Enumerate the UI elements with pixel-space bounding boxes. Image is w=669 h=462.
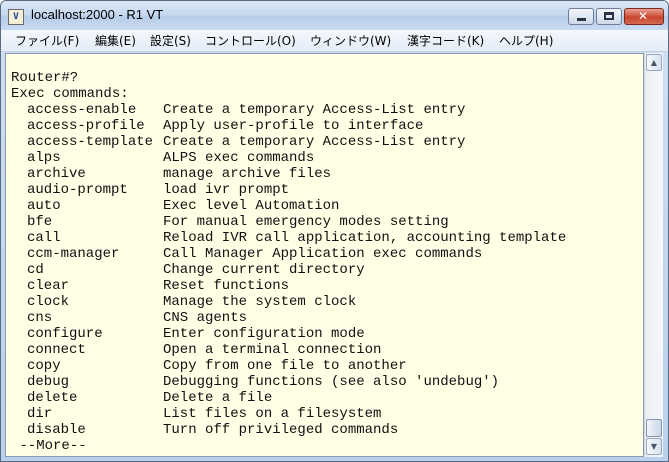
command-description: CNS agents [163,310,248,326]
command-name: access-template [27,134,154,150]
command-name: disable [27,422,86,438]
close-icon: ✕ [638,9,649,23]
command-description: Delete a file [163,390,273,406]
command-description: Copy from one file to another [163,358,407,374]
command-name: cns [27,310,53,326]
command-description: load ivr prompt [163,182,290,198]
more-prompt: --More-- [11,438,87,454]
command-description: Enter configuration mode [163,326,365,342]
command-description: Create a temporary Access-List entry [163,134,466,150]
command-name: delete [27,390,78,406]
command-name: access-enable [27,102,137,118]
menu-bar: ファイル(F) 編集(E) 設定(S) コントロール(O) ウィンドウ(W) 漢… [1,30,668,52]
command-name: configure [27,326,103,342]
menu-file[interactable]: ファイル(F) [15,34,80,48]
command-name: copy [27,358,61,374]
command-description: Turn off privileged commands [163,422,399,438]
vertical-scrollbar[interactable]: ▲ ▼ [644,53,663,457]
menu-kanji-code[interactable]: 漢字コード(K) [407,34,485,48]
scroll-down-button[interactable]: ▼ [646,438,662,455]
menu-edit[interactable]: 編集(E) [95,34,136,48]
minimize-icon [577,18,586,21]
prompt-line: Router#? [11,70,79,86]
command-name: archive [27,166,86,182]
command-description: Apply user-profile to interface [163,118,424,134]
command-name: ccm-manager [27,246,120,262]
menu-control[interactable]: コントロール(O) [205,34,296,48]
minimize-button[interactable] [568,8,594,25]
exec-commands-header: Exec commands: [11,86,129,102]
app-icon[interactable]: V [8,9,24,25]
command-description: Create a temporary Access-List entry [163,102,466,118]
command-description: Reset functions [163,278,290,294]
command-description: For manual emergency modes setting [163,214,449,230]
menu-help[interactable]: ヘルプ(H) [499,34,554,48]
command-description: manage archive files [163,166,332,182]
command-name: connect [27,342,86,358]
command-name: debug [27,374,70,390]
command-description: Open a terminal connection [163,342,382,358]
maximize-icon [604,12,614,20]
command-name: access-profile [27,118,145,134]
scroll-thumb[interactable] [646,419,662,437]
window-title: localhost:2000 - R1 VT [31,7,164,22]
title-bar[interactable]: V localhost:2000 - R1 VT ✕ [1,1,668,30]
command-name: alps [27,150,61,166]
command-name: bfe [27,214,53,230]
command-name: auto [27,198,61,214]
command-description: List files on a filesystem [163,406,382,422]
command-name: clock [27,294,70,310]
arrow-down-icon: ▼ [650,442,658,451]
terminal-screen[interactable]: Router#? Exec commands: access-enable Cr… [5,53,644,457]
command-description: ALPS exec commands [163,150,315,166]
command-description: Exec level Automation [163,198,340,214]
close-button[interactable]: ✕ [624,8,664,25]
menu-settings[interactable]: 設定(S) [150,34,191,48]
command-name: cd [27,262,44,278]
command-description: Reload IVR call application, accounting … [163,230,567,246]
menu-window[interactable]: ウィンドウ(W) [310,34,392,48]
command-description: Debugging functions (see also 'undebug') [163,374,500,390]
command-description: Change current directory [163,262,365,278]
command-name: call [27,230,61,246]
command-name: dir [27,406,53,422]
command-description: Call Manager Application exec commands [163,246,483,262]
scroll-up-button[interactable]: ▲ [646,54,662,71]
command-description: Manage the system clock [163,294,357,310]
maximize-button[interactable] [596,8,622,25]
command-name: clear [27,278,70,294]
command-name: audio-prompt [27,182,128,198]
arrow-up-icon: ▲ [650,58,658,67]
